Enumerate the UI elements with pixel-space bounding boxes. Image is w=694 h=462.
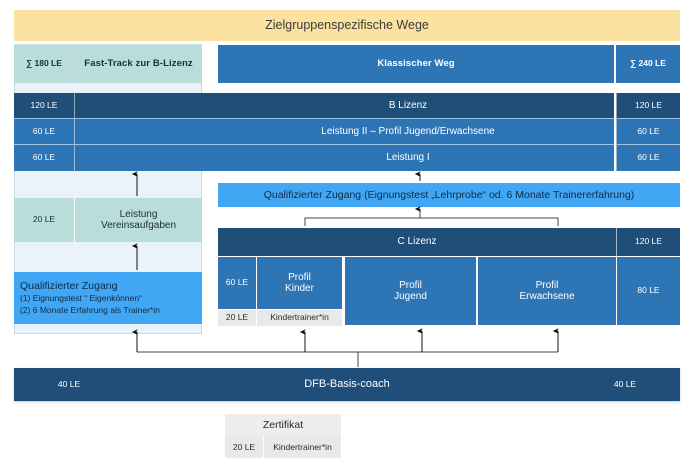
fast-track-step-0-le: 120 LE	[14, 93, 74, 119]
basis-label-text: DFB-Basis-coach	[304, 378, 390, 391]
leistung-line2: Vereinsaufgaben	[100, 220, 177, 231]
c-lizenz-title[interactable]: C Lizenz	[218, 228, 616, 256]
profil-erwachsene[interactable]: Profil Erwachsene	[477, 257, 616, 325]
dfb-basis-coach-bar[interactable]: 40 LE DFB-Basis-coach 40 LE	[14, 368, 680, 401]
profil-jugend-line1: Profil	[399, 279, 422, 291]
classic-row-1[interactable]: Leistung II – Profil Jugend/Erwachsene	[202, 119, 614, 145]
c-lizenz-profile-le: 60 LE	[218, 257, 256, 309]
leistung-vereinsaufgaben[interactable]: Leistung Vereinsaufgaben	[74, 198, 202, 242]
c-lizenz-right-le: 80 LE	[616, 257, 680, 325]
classic-row-0-le: 120 LE	[616, 93, 680, 119]
bracket-c-lizenz	[304, 217, 559, 226]
qualified-access-title: Qualifizierter Zugang	[20, 280, 118, 293]
classic-row-0[interactable]: B Lizenz	[202, 93, 614, 119]
le-value: 60 LE	[32, 152, 56, 163]
classic-path-sum-le-text: ∑ 240 LE	[630, 58, 666, 69]
classic-row-2[interactable]: Leistung I	[202, 145, 614, 171]
profil-kinder[interactable]: Profil Kinder	[256, 257, 342, 309]
basis-le-left: 40 LE	[14, 368, 124, 401]
fast-track-step-1-le: 60 LE	[14, 119, 74, 145]
classic-path-header-label: Klassischer Weg	[377, 57, 455, 69]
profil-erwachsene-line2: Erwachsene	[519, 291, 575, 302]
profil-jugend-line2: Jugend	[394, 291, 427, 302]
leistung-vereinsaufgaben-le: 20 LE	[14, 198, 74, 242]
le-value: 120 LE	[635, 99, 662, 110]
le-value: 60 LE	[637, 152, 660, 163]
fast-track-step-2-body	[74, 145, 202, 171]
c-lizenz-title-label: C Lizenz	[397, 236, 437, 248]
kindertrainer-label: Kindertrainer*in	[270, 312, 329, 323]
le-value: 40 LE	[613, 378, 637, 389]
fast-track-step-2-le: 60 LE	[14, 145, 74, 171]
le-value: 60 LE	[225, 277, 249, 288]
le-value: 20 LE	[232, 441, 256, 452]
le-value: 20 LE	[225, 312, 249, 323]
basis-label: DFB-Basis-coach	[124, 368, 570, 401]
zertifikat-header: Zertifikat	[225, 414, 341, 437]
classic-row-2-le: 60 LE	[616, 145, 680, 171]
kindertrainer-le: 20 LE	[218, 310, 256, 326]
classic-path-sum-le: ∑ 240 LE	[616, 45, 680, 83]
c-lizenz-total-le: 120 LE	[616, 228, 680, 256]
classic-row-2-label: Leistung I	[386, 152, 430, 164]
profil-kinder-line2: Kinder	[285, 283, 314, 294]
page-title: Zielgruppenspezifische Wege	[265, 18, 429, 33]
basis-le-right: 40 LE	[570, 368, 680, 401]
fast-track-sum-le-text: ∑ 180 LE	[26, 58, 62, 69]
classic-path-header[interactable]: Klassischer Weg	[218, 45, 614, 83]
classic-row-1-le: 60 LE	[616, 119, 680, 145]
basis-bus	[137, 351, 558, 367]
leistung-line1: Leistung	[119, 208, 158, 220]
profil-jugend[interactable]: Profil Jugend	[344, 257, 476, 325]
qualified-access-bar-label: Qualifizierter Zugang (Eignungstest „Leh…	[263, 188, 635, 201]
le-value: 40 LE	[57, 378, 81, 389]
classic-row-0-label: B Lizenz	[388, 99, 428, 111]
le-value: 20 LE	[32, 214, 56, 225]
fast-track-sum-le: ∑ 180 LE	[14, 45, 74, 83]
fast-track-step-0-body	[74, 93, 202, 119]
zertifikat-header-label: Zertifikat	[262, 419, 304, 432]
profil-kinder-line1: Profil	[288, 271, 311, 283]
fast-track-step-1-body	[74, 119, 202, 145]
le-value: 60 LE	[637, 125, 660, 136]
qualified-access-item-2: (2) 6 Monate Erfahrung als Trainer*in	[20, 304, 160, 315]
le-value: 120 LE	[635, 236, 662, 247]
classic-row-1-label: Leistung II – Profil Jugend/Erwachsene	[321, 125, 495, 137]
qualified-access-box[interactable]: Qualifizierter Zugang (1) Eignungstest “…	[14, 272, 202, 324]
le-value: 120 LE	[30, 99, 58, 110]
diagram-title-bar: Zielgruppenspezifische Wege	[14, 10, 680, 41]
le-value: 60 LE	[32, 125, 56, 136]
fast-track-header[interactable]: Fast-Track zur B-Lizenz	[74, 45, 202, 83]
kindertrainer-label-cell[interactable]: Kindertrainer*in	[256, 310, 342, 326]
zertifikat-le: 20 LE	[225, 437, 263, 458]
qualified-access-bar[interactable]: Qualifizierter Zugang (Eignungstest „Leh…	[218, 183, 680, 207]
le-value: 80 LE	[637, 285, 660, 296]
zertifikat-label-cell: Kindertrainer*in	[263, 437, 341, 458]
profil-erwachsene-line1: Profil	[535, 279, 559, 291]
qualified-access-item-1: (1) Eignungstest “ Eigenkönnen“	[20, 293, 142, 304]
fast-track-header-label: Fast-Track zur B-Lizenz	[84, 57, 193, 69]
zertifikat-label: Kindertrainer*in	[273, 441, 332, 452]
